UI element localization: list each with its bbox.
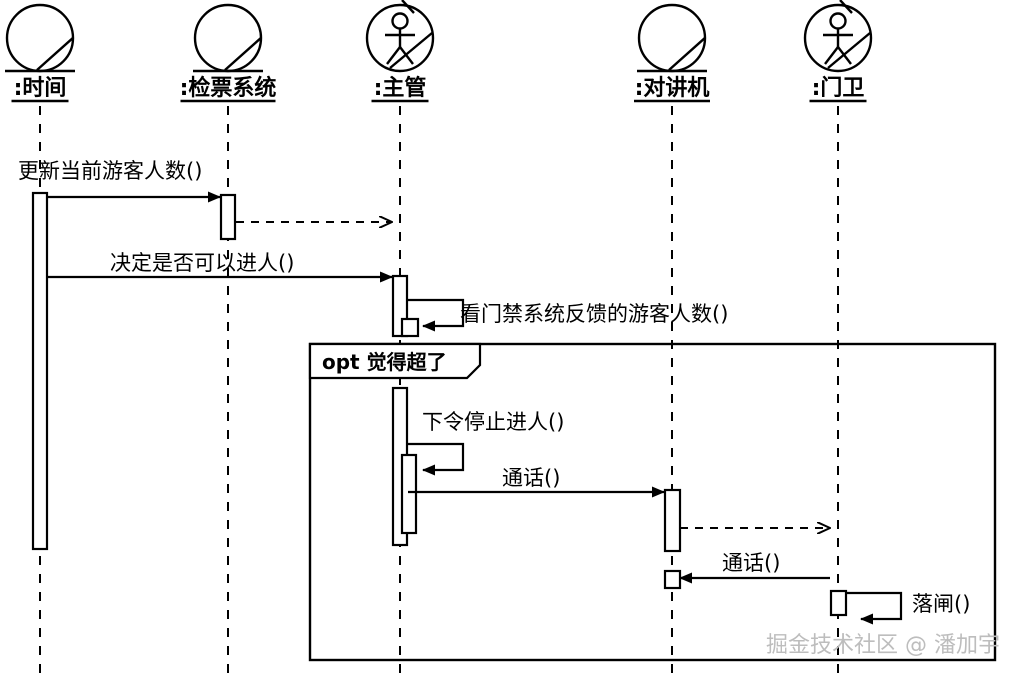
message-label: 下令停止进人(): [422, 410, 564, 434]
activation-a-guard-1: [829, 589, 848, 617]
activation-a-ticket: [219, 193, 237, 241]
figure-leg-left-icon: [386, 46, 401, 65]
lifeline-head-intercom[interactable]: :对讲机: [634, 3, 710, 103]
actor-diagonal-icon: [827, 32, 871, 69]
actor-diagonal-icon: [389, 32, 433, 69]
device-diagonal-icon: [36, 37, 74, 71]
self-message-path: [845, 591, 903, 625]
message-m9[interactable]: 落闸(): [845, 591, 970, 625]
messages-group: 更新当前游客人数() 决定是否可以进人() 看门禁系统反馈的游客人数() 下令停止进人…: [18, 159, 970, 625]
fragment-operator-tab[interactable]: [308, 342, 482, 380]
boundary-device-icon: [193, 3, 263, 73]
message-m5[interactable]: 下令停止进人(): [407, 410, 564, 476]
message-m8[interactable]: 通话(): [679, 551, 830, 584]
lifeline-head-ticket[interactable]: :检票系统: [180, 3, 277, 103]
lifeline-label-guard: :门卫: [812, 75, 865, 101]
actor-diagonal-top-icon: [401, 0, 415, 14]
message-label: 通话(): [502, 466, 560, 490]
lifeline-label-intercom: :对讲机: [635, 76, 710, 101]
message-label: 通话(): [722, 551, 780, 575]
message-label: 更新当前游客人数(): [18, 159, 202, 183]
activation-a-time: [31, 191, 49, 551]
message-label: 落闸(): [912, 592, 970, 616]
message-m3[interactable]: 决定是否可以进人(): [48, 251, 393, 283]
activation-a-manager-self2: [400, 453, 418, 535]
lifeline-head-time[interactable]: :时间: [5, 3, 75, 103]
message-m6[interactable]: 通话(): [408, 466, 665, 498]
lifeline-lines-group: [39, 106, 839, 678]
lifeline-label-time: :时间: [14, 76, 67, 101]
message-label: 看门禁系统反馈的游客人数(): [460, 302, 728, 326]
figure-leg-left-icon: [824, 46, 839, 65]
message-label: 决定是否可以进人(): [110, 251, 294, 275]
figure-head-icon: [391, 12, 409, 30]
watermark-label: 掘金技术社区 @ 潘加宇: [766, 633, 1000, 658]
lifeline-head-manager[interactable]: :主管: [365, 0, 435, 103]
fragment-border[interactable]: [308, 342, 997, 662]
activation-bars-group: [31, 191, 848, 617]
device-diagonal-icon: [224, 37, 262, 71]
actor-diagonal-top-icon: [839, 0, 853, 14]
lifeline-label-ticket: :检票系统: [180, 75, 277, 101]
watermark: 掘金技术社区 @ 潘加宇: [766, 633, 1000, 658]
device-diagonal-icon: [668, 37, 706, 71]
lifeline-heads-group: :时间 :检票系统 :主管 :对讲机 :门卫: [5, 0, 873, 103]
opt-fragment[interactable]: opt 觉得超了: [308, 342, 997, 662]
message-m4[interactable]: 看门禁系统反馈的游客人数(): [407, 298, 728, 332]
activation-a-intercom-2: [663, 569, 682, 590]
activation-a-manager-self: [400, 317, 420, 338]
self-message-path: [407, 298, 465, 332]
actor-person-icon: [365, 3, 435, 73]
stick-figure-icon: [823, 12, 853, 65]
self-message-path: [407, 442, 465, 476]
activation-a-intercom-1: [663, 488, 682, 553]
boundary-device-icon: [5, 3, 75, 73]
lifeline-label-manager: :主管: [374, 75, 427, 101]
figure-head-icon: [829, 12, 847, 30]
actor-person-icon: [803, 3, 873, 73]
message-m1[interactable]: 更新当前游客人数(): [18, 159, 221, 203]
boundary-device-icon: [637, 3, 707, 73]
fragment-operator-label: opt 觉得超了: [322, 350, 447, 374]
lifeline-head-guard[interactable]: :门卫: [803, 0, 873, 103]
stick-figure-icon: [385, 12, 415, 65]
